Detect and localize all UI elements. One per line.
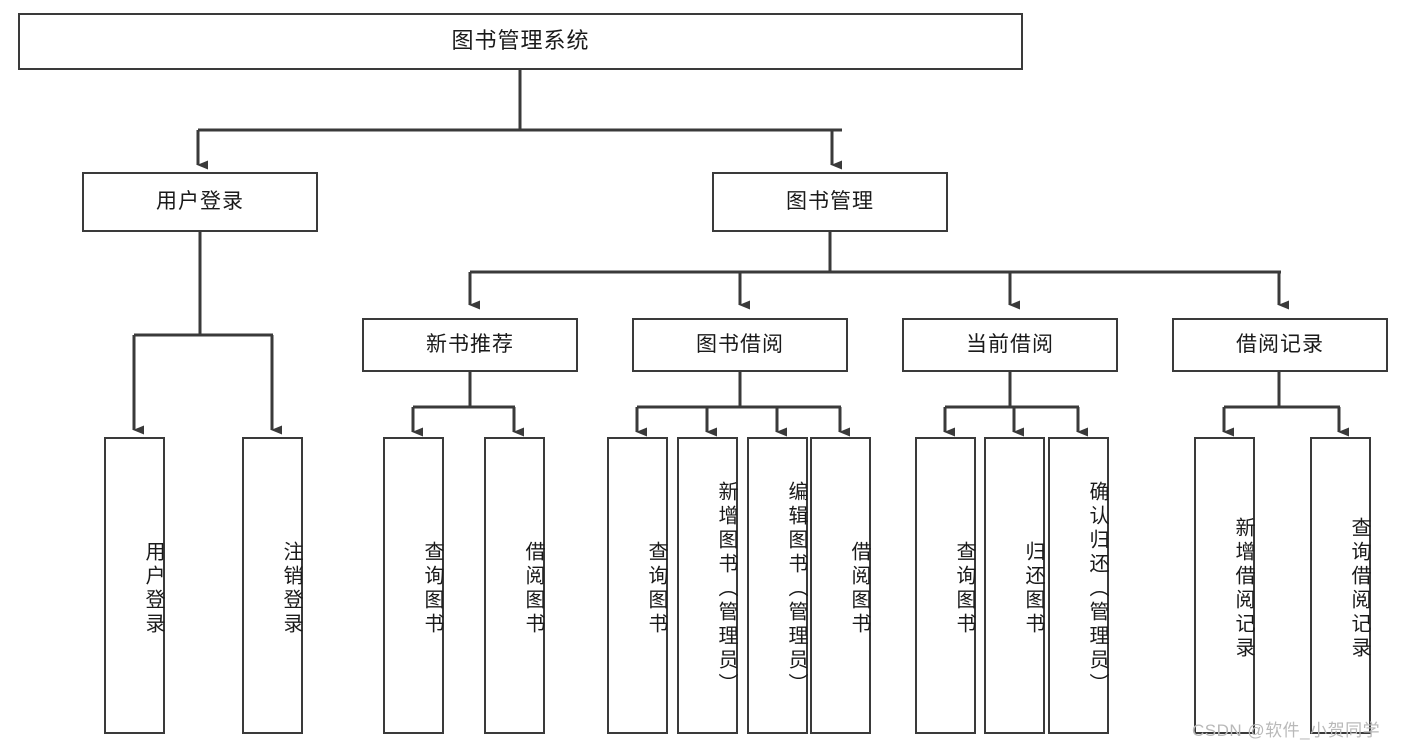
node-leaf-borrow-book-recommend[interactable]: 借阅图书 <box>484 437 545 734</box>
node-label: 新增图书（管理员） <box>715 480 737 697</box>
node-leaf-query-book-current[interactable]: 查询图书 <box>915 437 976 734</box>
node-label: 图书管理系统 <box>451 28 590 54</box>
node-leaf-confirm-return-admin[interactable]: 确认归还（管理员） <box>1048 437 1109 734</box>
node-label: 借阅图书 <box>848 540 870 637</box>
node-leaf-user-logout[interactable]: 注销登录 <box>242 437 303 734</box>
node-label: 查询图书 <box>421 540 443 637</box>
node-label: 新书推荐 <box>426 333 514 357</box>
node-leaf-user-login[interactable]: 用户登录 <box>104 437 165 734</box>
node-label: 确认归还（管理员） <box>1086 480 1108 697</box>
node-label: 图书借阅 <box>696 333 784 357</box>
node-label: 归还图书 <box>1022 540 1044 637</box>
node-label: 新增借阅记录 <box>1232 516 1254 661</box>
node-label: 借阅记录 <box>1236 333 1324 357</box>
node-current-borrow[interactable]: 当前借阅 <box>902 318 1118 372</box>
node-leaf-query-borrow-record[interactable]: 查询借阅记录 <box>1310 437 1371 734</box>
node-user-login[interactable]: 用户登录 <box>82 172 318 232</box>
node-label: 注销登录 <box>280 540 302 637</box>
node-book-manage[interactable]: 图书管理 <box>712 172 948 232</box>
node-leaf-query-book-recommend[interactable]: 查询图书 <box>383 437 444 734</box>
node-root-book-management-system[interactable]: 图书管理系统 <box>18 13 1023 70</box>
csdn-watermark: CSDN @软件_小贺同学 <box>1192 721 1381 740</box>
node-label: 查询图书 <box>953 540 975 637</box>
node-label: 编辑图书（管理员） <box>785 480 807 697</box>
node-book-borrow[interactable]: 图书借阅 <box>632 318 848 372</box>
node-label: 查询借阅记录 <box>1348 516 1370 661</box>
node-label: 借阅图书 <box>522 540 544 637</box>
node-label: 用户登录 <box>156 190 244 214</box>
node-leaf-edit-book-admin[interactable]: 编辑图书（管理员） <box>747 437 808 734</box>
node-label: 图书管理 <box>786 190 874 214</box>
node-leaf-query-book-borrow[interactable]: 查询图书 <box>607 437 668 734</box>
node-label: 查询图书 <box>645 540 667 637</box>
node-label: 用户登录 <box>142 540 164 637</box>
node-borrow-record[interactable]: 借阅记录 <box>1172 318 1388 372</box>
node-label: 当前借阅 <box>966 333 1054 357</box>
node-leaf-add-book-admin[interactable]: 新增图书（管理员） <box>677 437 738 734</box>
node-leaf-borrow-book[interactable]: 借阅图书 <box>810 437 871 734</box>
node-leaf-add-borrow-record[interactable]: 新增借阅记录 <box>1194 437 1255 734</box>
node-new-book-recommend[interactable]: 新书推荐 <box>362 318 578 372</box>
node-leaf-return-book[interactable]: 归还图书 <box>984 437 1045 734</box>
